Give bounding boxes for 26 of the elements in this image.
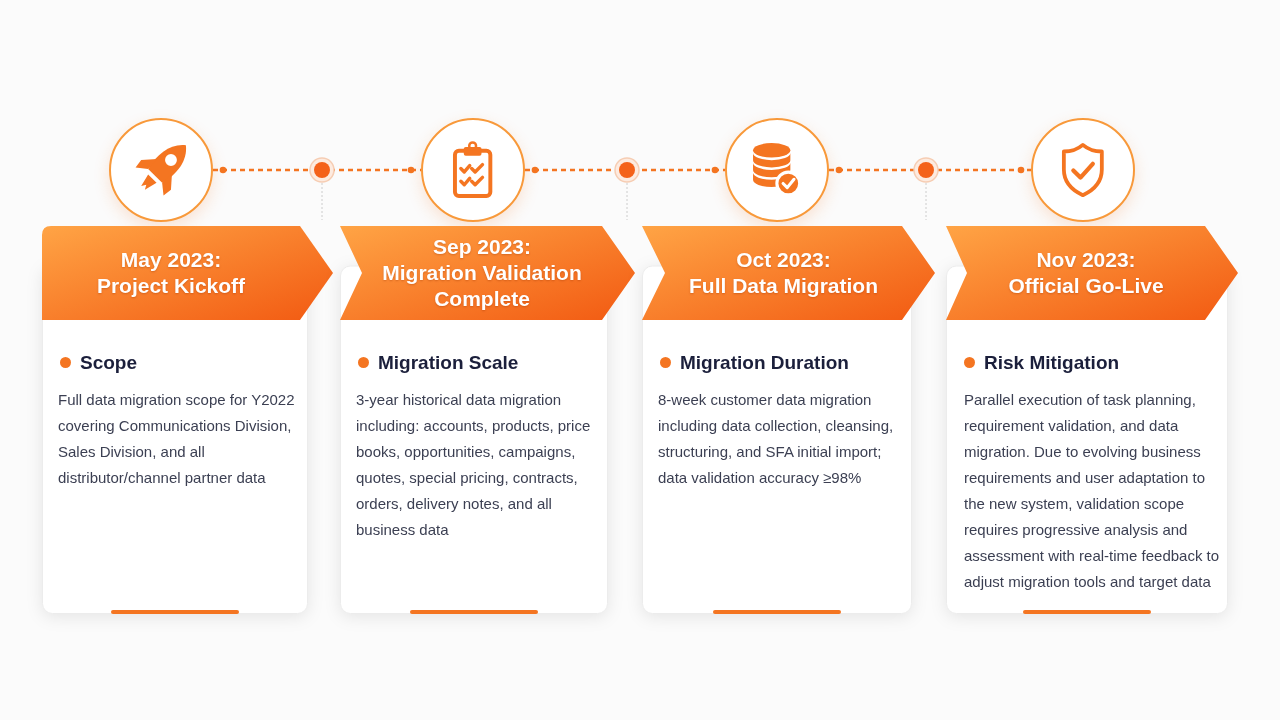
phase-card bbox=[42, 226, 333, 614]
phase-title: Migration Validation Complete bbox=[381, 260, 583, 312]
icon-circle bbox=[109, 118, 213, 222]
section-heading: Risk Mitigation bbox=[984, 351, 1120, 375]
date-label: Sep 2023: bbox=[432, 234, 532, 260]
description-text: 3-year historical data migration including: accounts, products, price books, opportunities, campaigns, quotes, special pricing, contracts, orders, delivery notes, and all business data bbox=[356, 390, 592, 540]
icon-circle bbox=[1031, 118, 1135, 222]
phase-card bbox=[946, 226, 1238, 614]
section-heading: Scope bbox=[80, 351, 138, 375]
phase-card bbox=[340, 226, 635, 614]
phase-title: Full Data Migration bbox=[689, 273, 878, 299]
phase-title: Project Kickoff bbox=[96, 273, 246, 299]
phase-card bbox=[642, 226, 935, 614]
description-text: Parallel execution of task planning, requirement validation, and data migration. Due to evolving business requirements and user adaptation to the new system, validation scope requires progressive analysis and assessment with real-time feedback to adjust migration tools and target data bbox=[964, 390, 1221, 592]
date-label: May 2023: bbox=[120, 247, 222, 273]
icon-circle bbox=[421, 118, 525, 222]
dotted-connector bbox=[829, 166, 1031, 174]
description-text: Full data migration scope for Y2022 covering Communications Division, Sales Division, and all distributor/channel partner data bbox=[58, 390, 296, 488]
description-text: 8-week customer data migration including data collection, cleansing, structuring, and SFA initial import; data validation accuracy ≥98% bbox=[658, 390, 895, 488]
section-heading: Migration Scale bbox=[378, 351, 519, 375]
icon-circle bbox=[725, 118, 829, 222]
date-label: Nov 2023: bbox=[1036, 247, 1136, 273]
date-label: Oct 2023: bbox=[736, 247, 831, 273]
dotted-connector bbox=[525, 166, 725, 174]
phase-title: Official Go-Live bbox=[1008, 273, 1164, 299]
section-heading: Migration Duration bbox=[680, 351, 849, 375]
